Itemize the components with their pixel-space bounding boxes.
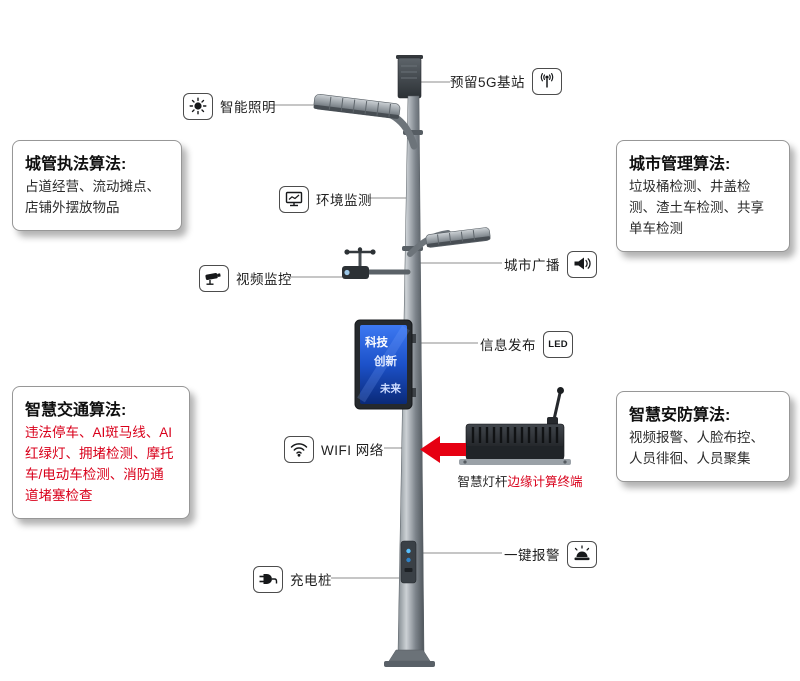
plug-icon <box>253 565 283 593</box>
device-caption-highlight: 边缘计算终端 <box>507 475 583 489</box>
box-title-traffic: 智慧交通算法: <box>25 402 127 419</box>
label-text-lighting: 智能照明 <box>220 100 276 115</box>
led-screen: 科技 创新 未来 <box>354 319 416 410</box>
monitor-icon <box>279 185 309 213</box>
speaker-icon <box>567 250 597 278</box>
label-text-5g: 预留5G基站 <box>450 75 526 90</box>
box-traffic-algorithms: 智慧交通算法: 违法停车、AI斑马线、AI红绿灯、拥堵检测、摩托车/电动车检测、… <box>12 386 190 519</box>
label-text-info: 信息发布 <box>480 338 536 353</box>
charging-panel <box>400 540 417 584</box>
label-one-key-alarm: 一键报警 <box>504 539 597 569</box>
5g-unit <box>396 55 423 99</box>
screen-text: 科技 创新 未来 <box>365 335 401 395</box>
camera-unit <box>342 247 411 279</box>
label-city-broadcast: 城市广播 <box>504 249 597 279</box>
edge-device <box>459 387 571 465</box>
lamp-head-right <box>425 227 491 248</box>
device-caption-prefix: 智慧灯杆 <box>457 475 508 489</box>
box-city-mgmt-algorithms: 城市管理算法: 垃圾桶检测、井盖检测、渣土车检测、共享单车检测 <box>616 140 790 252</box>
label-text-wifi: WIFI 网络 <box>321 443 384 458</box>
lamp-head-top <box>313 93 401 119</box>
led-icon-text: LED <box>548 338 568 350</box>
box-title-security: 智慧安防算法: <box>629 407 731 424</box>
device-caption: 智慧灯杆边缘计算终端 <box>450 471 590 490</box>
led-icon: LED <box>543 330 573 358</box>
label-info-publish: 信息发布 LED <box>480 329 573 359</box>
box-body-security: 视频报警、人脸布控、人员徘徊、人员聚集 <box>629 430 764 466</box>
box-chengguan-algorithms: 城管执法算法: 占道经营、流动摊点、店铺外摆放物品 <box>12 140 182 231</box>
label-env-monitor: 环境监测 <box>279 184 372 214</box>
label-video-surveillance: 视频监控 <box>199 263 292 293</box>
device-heatsink-fins <box>471 427 559 443</box>
alarm-siren-icon <box>567 540 597 568</box>
device-antenna-icon <box>557 387 564 394</box>
label-wifi: WIFI 网络 <box>284 434 384 464</box>
wifi-icon <box>284 435 314 463</box>
box-body-chengguan: 占道经营、流动摊点、店铺外摆放物品 <box>25 179 160 215</box>
box-body-traffic: 违法停车、AI斑马线、AI红绿灯、拥堵检测、摩托车/电动车检测、消防通道堵塞检查 <box>25 425 174 503</box>
cctv-camera-icon <box>199 264 229 292</box>
light-icon <box>183 92 213 120</box>
label-smart-lighting: 智能照明 <box>183 91 276 121</box>
label-text-charging: 充电桩 <box>290 573 332 588</box>
label-5g-base-station: 预留5G基站 <box>450 66 563 96</box>
label-text-env: 环境监测 <box>316 193 372 208</box>
antenna-icon <box>532 67 563 95</box>
box-title-chengguan: 城管执法算法: <box>25 156 127 173</box>
pole-base <box>384 649 435 667</box>
label-text-broadcast: 城市广播 <box>504 258 560 273</box>
label-charging-pile: 充电桩 <box>253 564 332 594</box>
box-body-city-mgmt: 垃圾桶检测、井盖检测、渣土车检测、共享单车检测 <box>629 179 764 236</box>
box-title-city-mgmt: 城市管理算法: <box>629 156 731 173</box>
label-text-alarm: 一键报警 <box>504 548 560 563</box>
red-arrow <box>420 436 466 463</box>
box-security-algorithms: 智慧安防算法: 视频报警、人脸布控、人员徘徊、人员聚集 <box>616 391 790 482</box>
label-text-video: 视频监控 <box>236 272 292 287</box>
